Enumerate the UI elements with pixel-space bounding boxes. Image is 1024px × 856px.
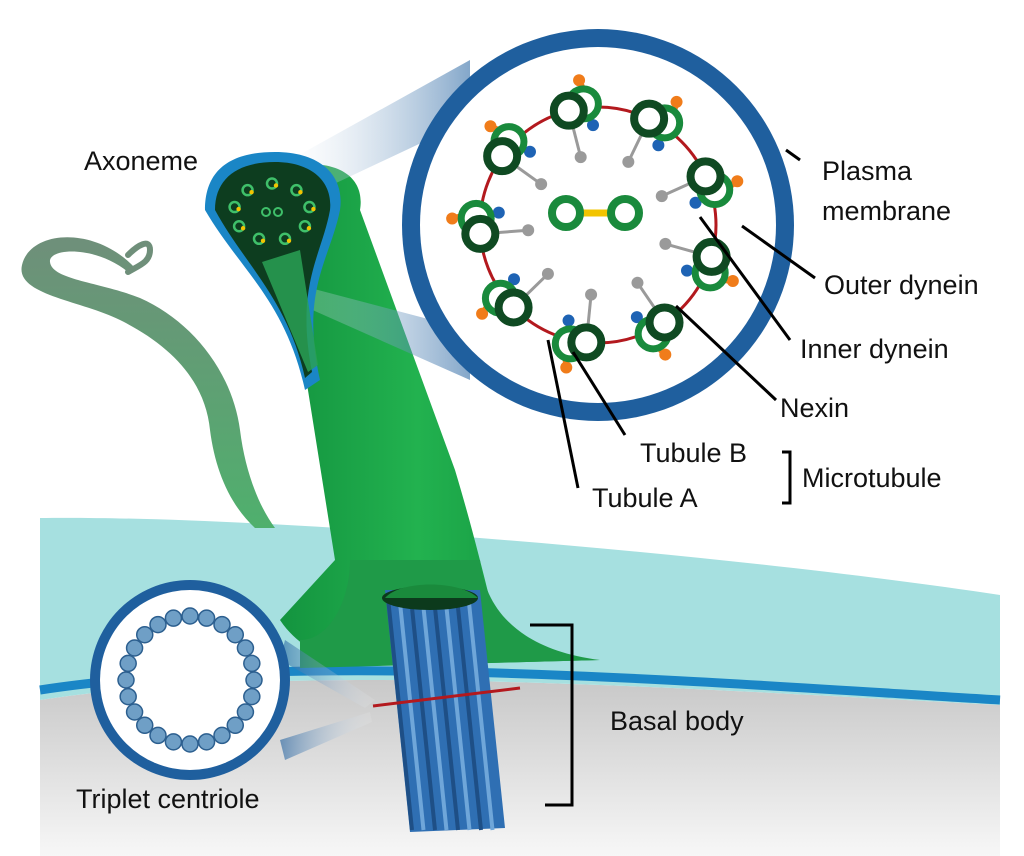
basal-cut-line [372, 686, 521, 708]
tubule-a [483, 137, 522, 176]
tubule-a [461, 214, 500, 253]
microtubule-doublet [446, 199, 505, 253]
centriole-microtubule [149, 615, 167, 634]
centriole-microtubule [226, 716, 245, 735]
label-triplet-centriole: Triplet centriole [76, 784, 260, 814]
centriole-microtubule [181, 735, 199, 753]
microtubule-doublet [630, 95, 684, 152]
tubule-a [645, 303, 684, 342]
label-tubule-a: Tubule A [592, 483, 698, 513]
inner-dynein-arm [587, 119, 600, 132]
centriole-microtubule [243, 654, 261, 673]
inner-dynein-arm [680, 264, 693, 277]
centriole-microtubule [197, 733, 216, 751]
cilium-shaft [235, 164, 600, 665]
centriole-microtubule [181, 607, 199, 625]
zoom-beam-upper [290, 60, 470, 200]
tubule-a [630, 99, 669, 138]
zoom-beam-lower [280, 280, 470, 380]
centriole-microtubule [197, 609, 216, 627]
label-inner-dynein: Inner dynein [800, 334, 949, 364]
label-axoneme: Axoneme [84, 146, 199, 176]
centriole-microtubule [236, 639, 255, 657]
microtubule-doublet [476, 273, 533, 327]
centriole-microtubule [164, 733, 183, 751]
microtubule-doublet [630, 303, 684, 361]
inner-dynein-arm [523, 145, 536, 158]
inner-dynein-arm [508, 273, 521, 286]
centriole-microtubule [226, 625, 245, 644]
label-basal-body: Basal body [610, 706, 744, 736]
centriole-microtubule [236, 703, 255, 721]
centriole-microtubule [119, 654, 137, 673]
centriole-beam-upper [280, 640, 375, 708]
inner-dynein-arm [630, 311, 643, 324]
triplet-centriole-cross-section [90, 580, 290, 780]
label-plasma-membrane-line2: membrane [822, 196, 952, 226]
centriole-microtubule [119, 687, 137, 706]
label-outer-dynein: Outer dynein [824, 270, 979, 300]
centriole-microtubule [135, 625, 154, 644]
flagellum-tail [21, 237, 275, 529]
centriole-microtubule [149, 726, 167, 745]
inner-dynein-arm [562, 314, 575, 327]
centriole-beam-lower [280, 712, 372, 760]
inner-dynein-arm [652, 139, 665, 152]
label-tubule-b: Tubule B [640, 438, 748, 468]
inner-dynein-arm [492, 206, 505, 219]
centriole-microtubule [243, 687, 261, 706]
centriole-microtubule [213, 615, 231, 634]
tubule-a [692, 237, 731, 276]
microtubule-doublet [551, 314, 606, 374]
basal-body [372, 584, 521, 832]
tubule-a [686, 157, 725, 196]
centriole-microtubule [135, 716, 154, 735]
centriole-microtubule [125, 703, 144, 721]
label-plasma-membrane-line1: Plasma [822, 156, 913, 186]
centriole-microtubule [245, 671, 263, 689]
flagellum-tip [125, 240, 154, 275]
centriole-microtubule [125, 639, 144, 657]
tubule-a [567, 323, 606, 362]
tubule-a [494, 288, 533, 327]
label-microtubule: Microtubule [802, 463, 942, 493]
microtubule-doublet [549, 74, 602, 132]
microtubule-doublet [686, 157, 744, 209]
cell-interior [40, 680, 1000, 856]
label-nexin: Nexin [780, 393, 850, 423]
leader-lines [530, 148, 816, 807]
centriole-microtubule [213, 726, 231, 745]
tubule-a [549, 91, 588, 130]
inner-dynein-arm [689, 196, 702, 209]
centriole-microtubule [164, 609, 183, 627]
microtubule-doublet [483, 120, 536, 176]
centriole-microtubule [117, 671, 135, 689]
central-pair [548, 195, 643, 231]
axoneme-cutaway [205, 152, 341, 390]
microtubule-doublet [680, 237, 739, 292]
